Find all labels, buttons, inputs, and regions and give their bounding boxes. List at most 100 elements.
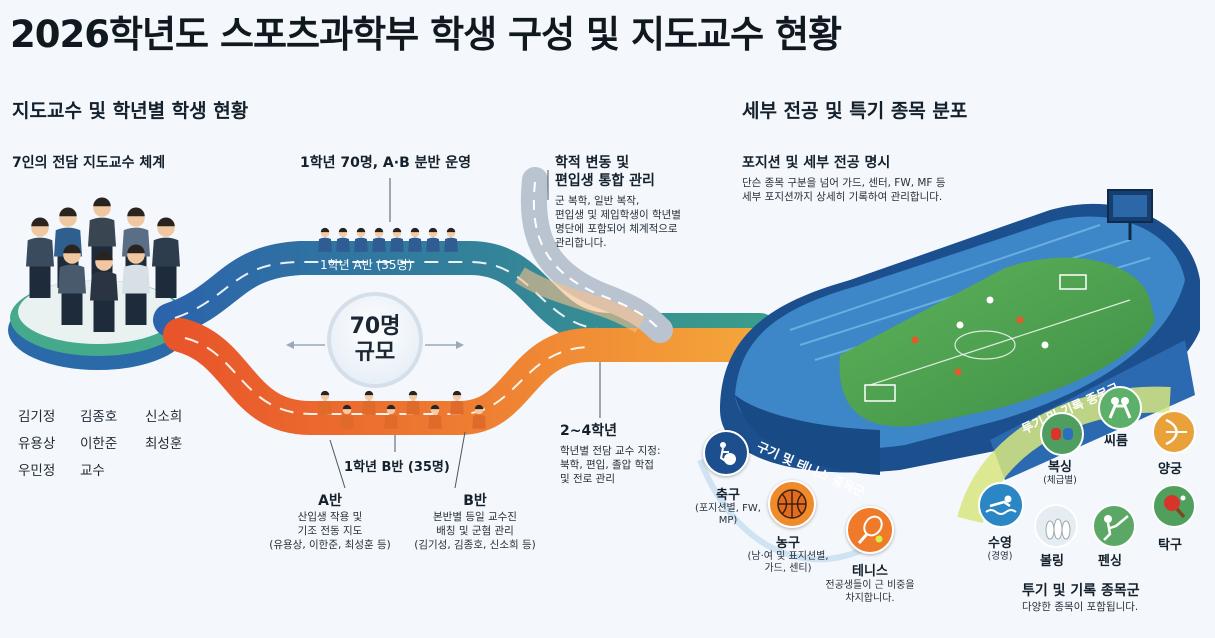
transfer-desc-line: 관리합니다. bbox=[555, 237, 607, 249]
fencing-name: 펜싱 bbox=[1098, 554, 1122, 569]
upper-years-block: 2~4학년 학년별 전담 교수 지정: 북학, 편입, 졸압 학접 및 전로 관… bbox=[560, 420, 710, 486]
class-b-students bbox=[318, 390, 486, 429]
position-desc-line: 세부 포지션까지 상세히 기록하여 관리합니다. bbox=[742, 191, 943, 203]
tennis-detail: 차지합니다. bbox=[845, 593, 895, 604]
record-desc: 다양한 종목이 포함됩니다. bbox=[1022, 601, 1139, 613]
faculty-name: 신소희 bbox=[145, 409, 183, 425]
basketball-icon bbox=[768, 480, 816, 528]
transfer-title: 편입생 통합 관리 bbox=[555, 173, 655, 189]
faculty-name: 최성훈 bbox=[145, 436, 183, 452]
upper-years-desc-line: 북학, 편입, 졸압 학접 bbox=[560, 459, 654, 471]
student-figure bbox=[408, 227, 422, 252]
center-number: 70명 bbox=[349, 314, 401, 339]
student-figure bbox=[406, 390, 420, 415]
class-a-students bbox=[318, 227, 458, 252]
transfer-block: 학적 변동 및 편입생 통합 관리 군 복학, 일반 복작, 편입생 및 제입학… bbox=[555, 154, 740, 250]
position-desc-line: 단슨 종목 구분을 넘어 가드, 센터, FW, MF 등 bbox=[742, 177, 946, 189]
soccer-detail: (포지션별, FW, bbox=[695, 503, 761, 514]
tennis-label: 테니스 전공생들이 근 비중을 차지합니다. bbox=[805, 560, 935, 605]
faculty-figures bbox=[26, 197, 180, 332]
basketball-name: 농구 bbox=[776, 536, 800, 551]
tennis-icon bbox=[846, 506, 894, 554]
transfer-title: 학적 변동 및 bbox=[555, 155, 630, 171]
soccer-label: 축구 (포지션별, FW, MP) bbox=[688, 484, 768, 527]
basketball-label: 농구 (남·여 및 표지션별, 가드, 센티) bbox=[738, 532, 838, 575]
table-tennis-name: 탁구 bbox=[1158, 538, 1182, 553]
student-figure bbox=[362, 390, 376, 415]
record-title: 투기 및 기록 종목군 bbox=[1022, 583, 1140, 599]
soccer-icon bbox=[703, 430, 749, 476]
class-b-block: B반 본반별 등일 교수진 배칭 및 군혐 관리 (김기성, 김종호, 신소희 … bbox=[400, 490, 550, 552]
faculty-name: 우민정 bbox=[18, 463, 56, 479]
faculty-label: 7인의 전담 지도교수 체계 bbox=[12, 155, 166, 171]
student-figure bbox=[372, 227, 386, 252]
bowling-name: 볼링 bbox=[1040, 554, 1064, 569]
ssireum-icon bbox=[1098, 386, 1142, 430]
class-a-pill: 1학년 A반 (35명) bbox=[320, 258, 413, 272]
upper-years-title: 2~4학년 bbox=[560, 423, 617, 439]
faculty-name: 김기정 bbox=[18, 409, 56, 425]
swimming-detail: (경영) bbox=[987, 551, 1013, 562]
tennis-detail: 전공생들이 근 비중을 bbox=[825, 580, 915, 591]
student-figure bbox=[444, 227, 458, 252]
basketball-detail: (남·여 및 표지션별, bbox=[747, 551, 829, 562]
student-figure bbox=[384, 404, 398, 429]
faculty-name: 이한준 bbox=[80, 436, 118, 452]
class-b-label: 1학년 B반 (35명) bbox=[344, 460, 450, 475]
faculty-figure bbox=[26, 217, 54, 298]
class-b-desc-line: 본반별 등일 교수진 bbox=[433, 511, 517, 523]
transfer-desc-line: 군 복학, 일반 복작, bbox=[555, 195, 640, 207]
class-a-block: A반 산입생 작용 및 기조 전동 지도 (유용상, 이한준, 최성훈 등) bbox=[255, 490, 405, 552]
faculty-figure bbox=[58, 244, 86, 325]
transfer-desc-line: 편입생 및 제입학생이 학년별 bbox=[555, 209, 681, 221]
boxing-name: 복싱 bbox=[1048, 460, 1072, 475]
boxing-icon bbox=[1040, 412, 1084, 456]
tennis-name: 테니스 bbox=[852, 564, 888, 579]
archery-name: 양궁 bbox=[1158, 462, 1182, 477]
swimming-icon bbox=[978, 482, 1024, 528]
swimming-name: 수영 bbox=[988, 536, 1012, 551]
soccer-name: 축구 bbox=[716, 488, 740, 503]
faculty-figure bbox=[152, 217, 180, 298]
ssireum-name: 씨름 bbox=[1104, 434, 1128, 449]
class-a-path bbox=[153, 241, 777, 347]
archery-icon bbox=[1152, 410, 1196, 454]
student-figure bbox=[390, 227, 404, 252]
student-figure bbox=[428, 404, 442, 429]
left-section-heading: 지도교수 및 학년별 학생 현황 bbox=[12, 100, 249, 122]
boxing-detail: (체급별) bbox=[1043, 475, 1077, 486]
center-disc bbox=[286, 292, 464, 388]
class-b-title: B반 bbox=[463, 493, 487, 509]
student-figure bbox=[450, 390, 464, 415]
year1-label: 1학년 70명, A·B 분반 운영 bbox=[300, 155, 472, 171]
upper-years-desc-line: 및 전로 관리 bbox=[560, 473, 615, 485]
student-figure bbox=[340, 404, 354, 429]
class-b-desc-line: (김기성, 김종호, 신소희 등) bbox=[414, 539, 536, 551]
student-figure bbox=[318, 390, 332, 415]
faculty-name: 김종호 bbox=[80, 409, 118, 425]
right-section-heading: 세부 전공 및 특기 종목 분포 bbox=[742, 100, 968, 122]
faculty-figure bbox=[122, 244, 150, 325]
position-desc: 단슨 종목 구분을 넘어 가드, 센터, FW, MF 등 세부 포지션까지 상… bbox=[742, 176, 1002, 204]
position-title: 포지션 및 세부 전공 명시 bbox=[742, 155, 891, 171]
faculty-name: 유용상 bbox=[18, 436, 56, 452]
student-figure bbox=[318, 227, 332, 252]
student-figure bbox=[336, 227, 350, 252]
bowling-icon bbox=[1034, 504, 1078, 548]
class-a-title: A반 bbox=[318, 493, 342, 509]
boxing-label: 복싱 (체급별) bbox=[1030, 456, 1090, 487]
stadium bbox=[720, 189, 1200, 480]
class-a-desc-line: 기조 전동 지도 bbox=[297, 525, 363, 537]
table-tennis-icon bbox=[1152, 484, 1196, 528]
swimming-label: 수영 (경영) bbox=[972, 532, 1028, 563]
upper-years-desc-line: 학년별 전담 교수 지정: bbox=[560, 445, 661, 457]
page-title: 2026학년도 스포츠과학부 학생 구성 및 지도교수 현황 bbox=[10, 13, 842, 56]
center-word: 규모 bbox=[354, 340, 396, 365]
class-b-path bbox=[163, 318, 777, 435]
faculty-figure bbox=[90, 251, 118, 332]
class-a-desc-line: (유용상, 이한준, 최성훈 등) bbox=[269, 539, 391, 551]
soccer-detail: MP) bbox=[718, 515, 738, 526]
basketball-detail: 가드, 센티) bbox=[764, 563, 812, 574]
